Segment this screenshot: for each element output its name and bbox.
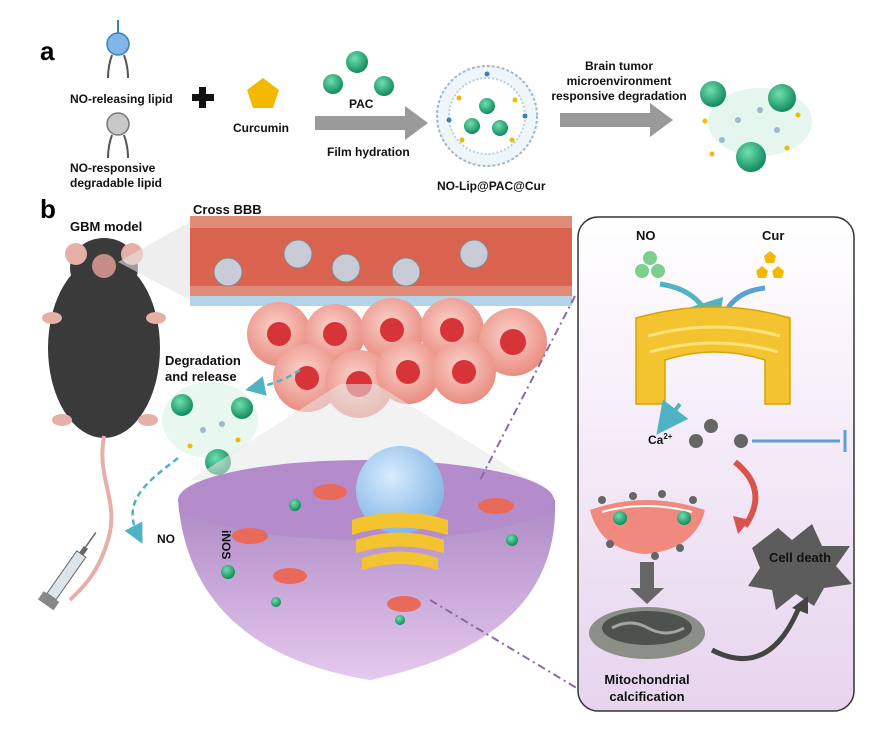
no-label-cell: NO — [157, 532, 175, 546]
degradation-label-1: Brain tumor — [585, 59, 653, 73]
mitochondrion-icon — [635, 306, 791, 405]
ca-label: Ca2+ — [648, 432, 673, 447]
degradation-release-label-2: and release — [165, 369, 237, 384]
gbm-model-label: GBM model — [70, 219, 142, 234]
no-releasing-lipid-label: NO-releasing lipid — [70, 92, 173, 106]
blood-vessel — [190, 216, 572, 306]
calcification-label-2: calcification — [609, 689, 684, 704]
arrow-to-death-head — [792, 596, 808, 614]
connector-line — [429, 295, 581, 691]
calcified-mitochondrion — [589, 607, 705, 659]
film-hydration-label: Film hydration — [327, 145, 410, 159]
cur-molecules — [756, 251, 784, 278]
no-molecules — [635, 251, 665, 278]
pac-particles — [323, 51, 394, 96]
arrow-red-head — [733, 516, 750, 534]
product-label: NO-Lip@PAC@Cur — [437, 179, 546, 193]
dashed-arrow-no — [124, 457, 179, 544]
mouse-icon — [42, 238, 166, 602]
lipid-icon — [106, 112, 130, 159]
no-responsive-lipid-label-2: degradable lipid — [70, 176, 162, 190]
pentagon-icon — [247, 78, 279, 108]
arrow-to-death — [710, 604, 803, 661]
liposome-icon — [436, 65, 538, 167]
arrow-film-hydration — [315, 106, 428, 140]
calcification-label-1: Mitochondrial — [604, 672, 689, 687]
degraded-liposome — [700, 81, 812, 172]
mechanism-cur-label: Cur — [762, 228, 784, 243]
arrow-down — [630, 562, 664, 604]
starburst-icon — [748, 524, 852, 610]
inos-label: iNOS — [219, 530, 233, 559]
ca-ions — [689, 419, 748, 448]
arrow-degradation — [560, 103, 673, 137]
degradation-label-2: microenvironment — [567, 74, 672, 88]
arrow-ca-out — [656, 399, 689, 435]
panel-a-letter: a — [40, 36, 55, 66]
degradation-release-label-1: Degradation — [165, 353, 241, 368]
damaged-mitochondrion — [590, 490, 705, 560]
curcumin-label: Curcumin — [233, 121, 289, 135]
zoom-cone — [118, 222, 190, 300]
syringe-icon — [37, 531, 97, 611]
arrow-red — [733, 459, 759, 528]
cell-death-label: Cell death — [769, 550, 831, 565]
golgi-icon — [352, 512, 448, 570]
pac-label: PAC — [349, 97, 374, 111]
cell-hemisphere — [178, 446, 556, 680]
zoom-cone-cell — [190, 384, 530, 480]
panel-b-letter: b — [40, 194, 56, 224]
lipid-icon — [106, 20, 130, 79]
mechanism-no-label: NO — [636, 228, 656, 243]
degradation-label-3: responsive degradation — [551, 89, 686, 103]
plus-icon — [192, 87, 214, 108]
cross-bbb-label: Cross BBB — [193, 202, 262, 217]
dashed-arrow-release — [245, 368, 301, 396]
mitochondrion-icon — [232, 484, 514, 612]
no-responsive-lipid-label-1: NO-responsive — [70, 161, 156, 175]
